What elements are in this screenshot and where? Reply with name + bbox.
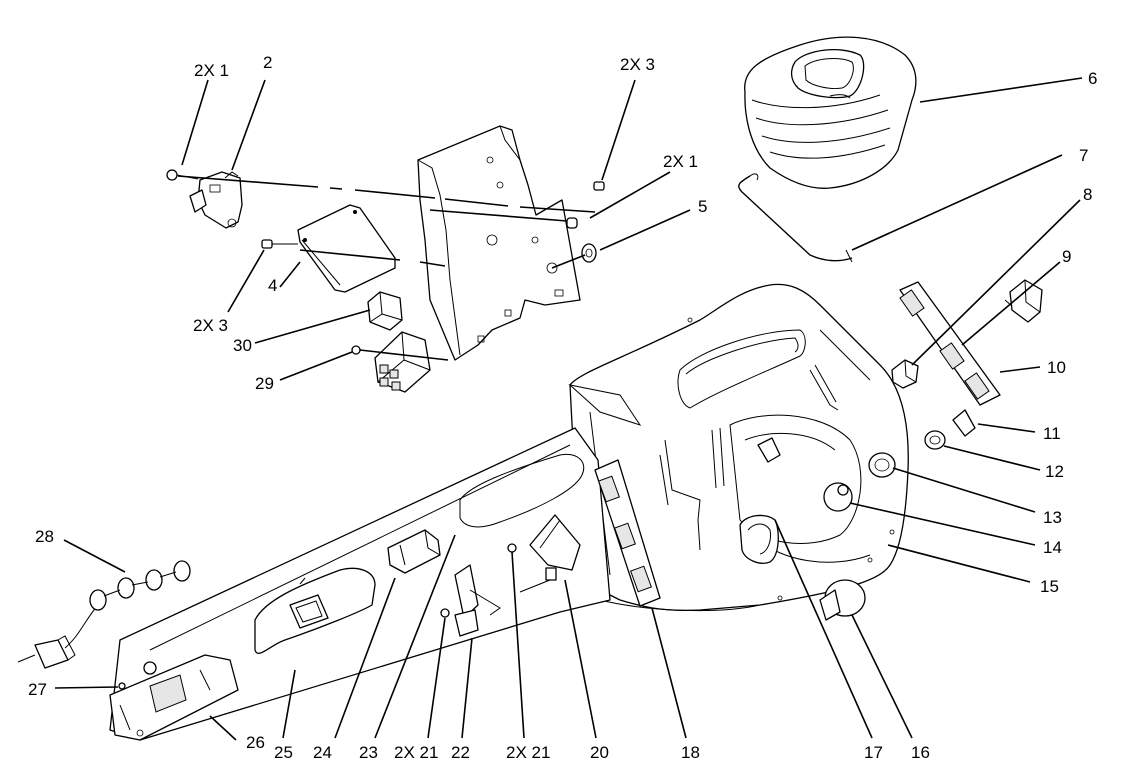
part-8-knob (891, 359, 919, 389)
callout-11: 11 (1043, 424, 1061, 443)
part-13-gauge (868, 452, 896, 478)
callout-9: 9 (1062, 247, 1071, 266)
part-5-washer (581, 243, 597, 263)
part-18-switch-strip (594, 459, 661, 607)
callout-2x3-top-right: 2X 3 (620, 55, 655, 74)
callout-15: 15 (1040, 577, 1059, 596)
callout-2x1-center: 2X 1 (663, 152, 698, 171)
part-26-bezel (109, 654, 239, 741)
callout-4: 4 (268, 276, 277, 295)
part-6-shift-boot (744, 36, 917, 189)
part-28-bulb-harness (17, 560, 191, 669)
part-16-light (819, 579, 866, 621)
callout-16: 16 (911, 743, 930, 762)
part-10-switch-strip (899, 281, 1001, 406)
callout-24: 24 (313, 743, 332, 762)
callout-8: 8 (1083, 185, 1092, 204)
callout-27: 27 (28, 680, 47, 699)
callout-5: 5 (698, 197, 707, 216)
callout-13: 13 (1043, 508, 1062, 527)
part-1-screw-left (166, 169, 199, 181)
part-1-screw-right (566, 217, 578, 229)
assembly-lines (177, 175, 596, 361)
callout-23: 23 (359, 743, 378, 762)
mounting-bracket (417, 125, 581, 361)
leader-lines (54, 77, 1083, 741)
part-3-screw-left (261, 239, 298, 249)
callout-2x21-left: 2X 21 (394, 743, 438, 762)
callout-14: 14 (1043, 538, 1062, 557)
callout-28: 28 (35, 527, 54, 546)
callout-labels: 2X 1 2 2X 3 6 2X 1 7 5 8 9 4 2X 3 30 29 … (28, 53, 1097, 762)
callout-22: 22 (451, 743, 470, 762)
callout-12: 12 (1045, 462, 1064, 481)
callout-2x1-top-left: 2X 1 (194, 61, 229, 80)
callout-2x21-right: 2X 21 (506, 743, 550, 762)
part-4-cover-plate (297, 204, 396, 293)
part-2-sensor (189, 171, 243, 229)
part-7-rod (738, 173, 853, 263)
part-15-dash-panel (568, 283, 909, 612)
callout-30: 30 (233, 336, 252, 355)
callout-20: 20 (590, 743, 609, 762)
part-30-relay (367, 291, 403, 331)
callout-2: 2 (263, 53, 272, 72)
callout-29: 29 (255, 374, 274, 393)
callout-7: 7 (1079, 146, 1088, 165)
callout-26: 26 (246, 733, 265, 752)
callout-2x3-left: 2X 3 (193, 316, 228, 335)
part-25-panel (254, 567, 376, 654)
part-3-screw-right (593, 181, 605, 191)
callout-18: 18 (681, 743, 700, 762)
part-14-key-switch (823, 482, 853, 512)
part-17-lamp (739, 437, 781, 564)
part-12-grommet (924, 430, 946, 450)
part-20-bracket (507, 514, 581, 593)
callout-10: 10 (1047, 358, 1066, 377)
part-11-bulb (952, 409, 976, 437)
part-24-switch (387, 529, 441, 574)
callout-17: 17 (864, 743, 883, 762)
callout-25: 25 (274, 743, 293, 762)
part-29-relay-block (351, 331, 431, 393)
part-9-switch (1004, 279, 1043, 323)
part-22-bracket (440, 564, 501, 637)
callout-6: 6 (1088, 69, 1097, 88)
